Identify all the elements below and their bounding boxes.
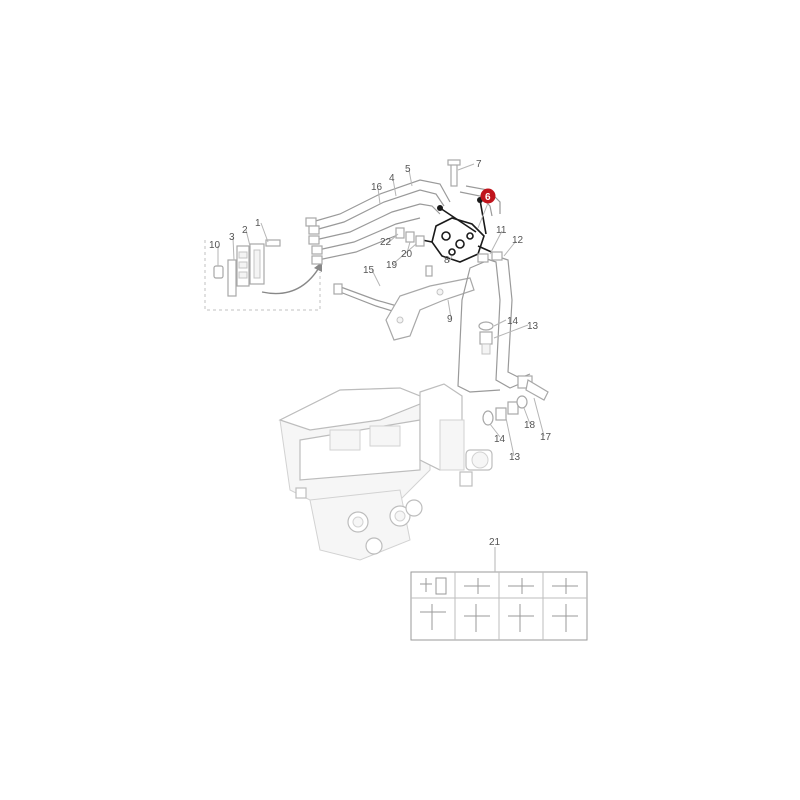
main-valve-block	[278, 383, 493, 561]
callout-14a: 14	[507, 316, 519, 327]
callout-4: 4	[389, 173, 395, 184]
fitting-upper	[478, 321, 494, 355]
callout-15: 15	[363, 265, 375, 276]
callout-9: 9	[447, 314, 453, 325]
callout-14b: 14	[494, 434, 506, 445]
bolt	[447, 159, 461, 187]
callout-8: 8	[444, 255, 450, 266]
callout-2: 2	[242, 225, 248, 236]
callout-22: 22	[380, 237, 392, 248]
callout-19: 19	[386, 260, 398, 271]
callout-13a: 13	[527, 321, 539, 332]
callout-21: 21	[489, 537, 501, 548]
callout-1: 1	[255, 218, 261, 229]
callout-13b: 13	[509, 452, 521, 463]
callout-5: 5	[405, 164, 411, 175]
highlight-marker	[480, 188, 496, 204]
inset-box	[410, 571, 588, 641]
callout-11: 11	[496, 225, 507, 236]
callout-12: 12	[512, 235, 524, 246]
callout-18: 18	[524, 420, 536, 431]
callout-7: 7	[476, 159, 482, 170]
callout-16: 16	[371, 182, 383, 193]
callout-17: 17	[540, 432, 552, 443]
callouts: 1 2 3 4 5 6 7 8 9 10 11 12 13 13 14 14 1…	[209, 159, 552, 548]
callout-6: 6	[485, 192, 491, 203]
pipes-right	[457, 251, 549, 401]
hose-bundle	[305, 179, 501, 315]
mounting-bracket	[385, 277, 475, 341]
callout-3: 3	[229, 232, 235, 243]
callout-20: 20	[401, 249, 413, 260]
bracket-kit	[204, 239, 322, 311]
leader-lines	[217, 163, 545, 572]
callout-10: 10	[209, 240, 221, 251]
fitting-lower	[482, 395, 528, 426]
